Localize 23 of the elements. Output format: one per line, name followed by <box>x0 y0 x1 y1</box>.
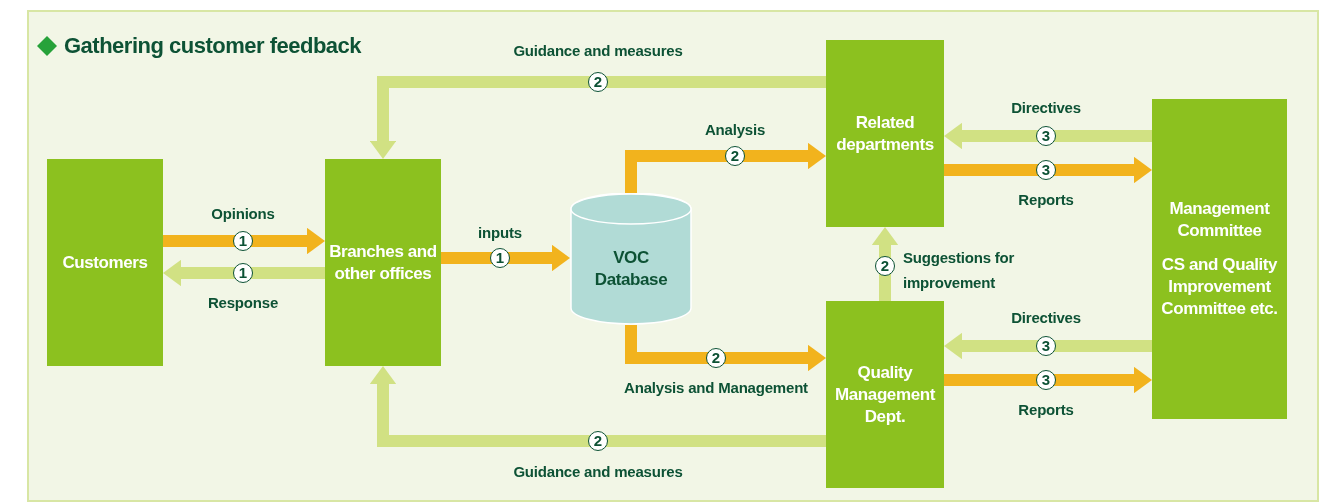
process-box <box>826 40 944 227</box>
node-title: VOC Database <box>593 247 669 291</box>
process-box <box>1152 99 1287 419</box>
node-title: Management Committee <box>1168 198 1271 242</box>
process-box <box>47 159 163 366</box>
edge-label: Reports <box>1018 400 1074 420</box>
node-title: Customers <box>62 251 148 274</box>
edge-label: Guidance and measures <box>513 462 683 482</box>
edge-label: Directives <box>1011 308 1081 328</box>
node-subtitle: CS and Quality Improvement Committee etc. <box>1160 254 1279 320</box>
edge-label: Response <box>207 293 279 313</box>
title: Gathering customer feedback <box>64 33 362 59</box>
process-box <box>325 159 441 366</box>
edge-label: Guidance and measures <box>513 41 683 61</box>
edge-label: Opinions <box>211 204 275 224</box>
edge-label: inputs <box>478 223 522 243</box>
node-title: Related departments <box>835 111 935 156</box>
edge-label: Suggestions for improvement <box>903 248 1016 293</box>
node-title: Branches and other offices <box>328 240 438 285</box>
process-box <box>826 301 944 488</box>
edge-label: Directives <box>1011 98 1081 118</box>
node-title: Quality Management Dept. <box>834 361 937 428</box>
edge-label: Reports <box>1018 190 1074 210</box>
